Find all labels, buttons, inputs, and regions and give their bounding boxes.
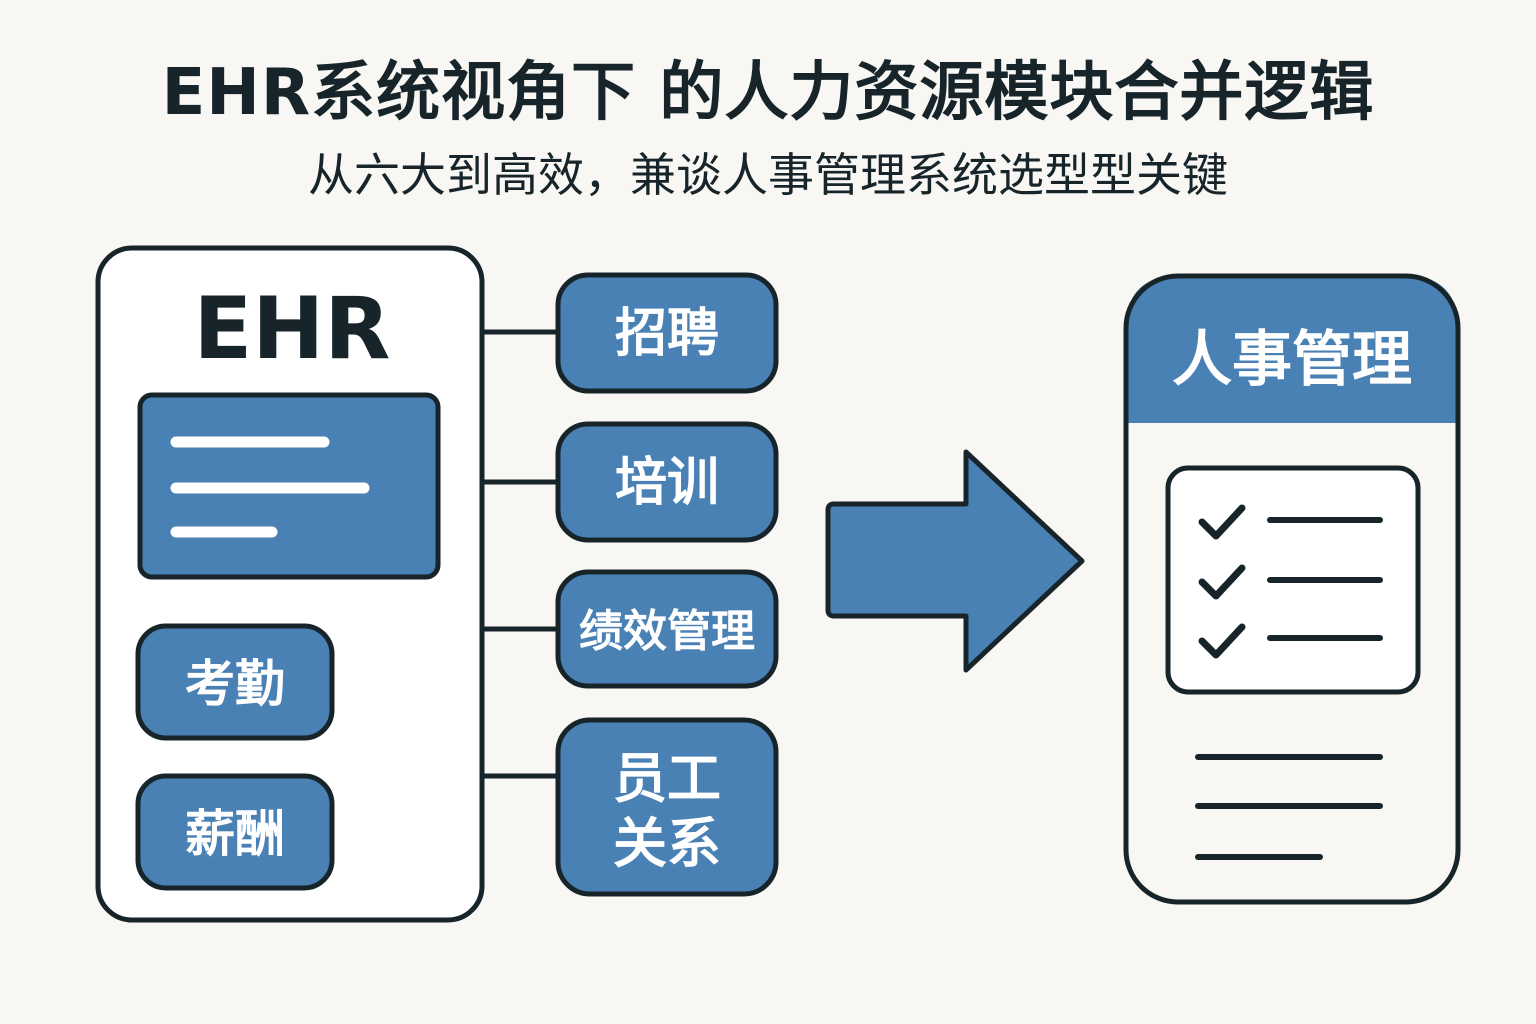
- module-training-label: 培训: [615, 453, 719, 513]
- check-icon: [1198, 504, 1246, 540]
- result-panel-frame: [1123, 273, 1461, 905]
- arrow-right-icon: [825, 449, 1085, 673]
- module-performance: [555, 569, 779, 689]
- result-panel-header: [1126, 276, 1458, 423]
- page-subtitle: 从六大到高效，兼谈人事管理系统选型型关键: [308, 148, 1228, 202]
- check-icon: [1198, 623, 1246, 659]
- module-employee-relations-line1: 员工: [613, 747, 721, 810]
- module-salary-label: 薪酬: [185, 805, 285, 863]
- module-attendance: [135, 623, 335, 741]
- module-employee-relations-line2: 关系: [613, 812, 721, 875]
- result-panel-header-label: 人事管理: [1172, 325, 1412, 395]
- module-attendance-label: 考勤: [185, 655, 285, 713]
- module-performance-label: 绩效管理: [579, 606, 755, 657]
- module-training: [555, 421, 779, 543]
- check-icon: [1198, 564, 1246, 600]
- module-recruitment: [555, 272, 779, 394]
- result-panel: 人事管理: [1123, 273, 1461, 905]
- result-text-lines: [1195, 754, 1383, 860]
- document-lines-icon: [170, 436, 370, 538]
- page-title: EHR系统视角下 的人力资源模块合并逻辑: [161, 56, 1375, 130]
- ehr-label: EHR: [194, 279, 391, 379]
- module-recruitment-label: 招聘: [615, 304, 719, 364]
- checklist-lines: [1267, 517, 1383, 641]
- module-employee-relations: [555, 717, 779, 897]
- module-salary: [135, 773, 335, 891]
